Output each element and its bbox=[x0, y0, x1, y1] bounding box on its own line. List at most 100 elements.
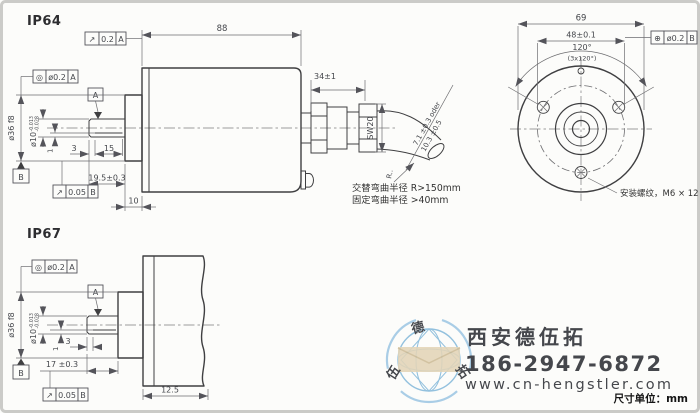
bend-radius-ref: R.. bbox=[385, 169, 395, 180]
ip64-screw-plug bbox=[300, 170, 314, 190]
ip64-label: IP64 bbox=[27, 14, 61, 29]
d10-tol-lower: -0.028 bbox=[35, 116, 41, 131]
ip67-view: IP67 ◎ ø0.2 A A bbox=[7, 227, 222, 402]
dim-120: 120° bbox=[572, 43, 591, 52]
ip67-collar bbox=[117, 291, 144, 359]
ip64-datum-b: B bbox=[12, 161, 30, 184]
concentricity-symbol: ◎ bbox=[36, 73, 43, 82]
dim-34: 34±1 bbox=[314, 72, 336, 81]
ip64-cable-gland bbox=[300, 102, 378, 154]
dim-d36: ø36 f8 bbox=[7, 312, 16, 338]
datum-b-label: B bbox=[18, 173, 24, 182]
flange-dim-outer: 69 bbox=[517, 14, 645, 110]
dim-3x120: (3x120°) bbox=[568, 55, 597, 63]
ip64-dim-collar-dia: ø36 f8 bbox=[7, 94, 125, 162]
concentricity-symbol: ◎ bbox=[35, 263, 42, 272]
concentricity-value: ø0.2 bbox=[48, 73, 66, 82]
pin-hole bbox=[577, 67, 585, 75]
dim-3: 3 bbox=[71, 144, 76, 153]
ip64-dim-flat: 3 15 bbox=[70, 139, 123, 189]
unit-note: 尺寸单位：mm bbox=[614, 392, 688, 405]
dim-12-5: 12.5 bbox=[161, 386, 179, 395]
datum-a-label: A bbox=[93, 288, 99, 297]
d10-tol-upper: -0.013 bbox=[29, 313, 35, 328]
thread-leader bbox=[587, 177, 618, 194]
dim-sw20: SW20 bbox=[366, 116, 375, 139]
ip67-label: IP67 bbox=[27, 227, 61, 242]
ip64-shaft bbox=[88, 118, 125, 138]
dim-3: 3 bbox=[65, 337, 70, 346]
runout-value: 0.05 bbox=[68, 188, 86, 197]
dim-1: 1 bbox=[52, 347, 60, 351]
runout-datum: B bbox=[80, 391, 86, 400]
flange-dim-angle: 120° (3x120°) bbox=[515, 43, 647, 87]
ip64-dim-flat-depth: 1 bbox=[47, 123, 95, 153]
dim-88: 88 bbox=[217, 24, 228, 34]
website-url: www.cn-hengstler.com bbox=[465, 377, 673, 393]
ip67-dim-flat-offset: 3 bbox=[65, 337, 102, 351]
dim-17: 17 ±0.3 bbox=[46, 360, 78, 369]
runout-symbol: ↗ bbox=[56, 188, 63, 197]
logo-char-top: 德 bbox=[410, 319, 427, 338]
concentricity-value: ø0.2 bbox=[47, 263, 65, 272]
note-mounting-thread: 安装螺纹，M6 × 12 bbox=[620, 188, 699, 199]
ip67-dim-collar-dia: ø36 f8 bbox=[7, 291, 118, 359]
ip67-dim-flat-depth: 1 bbox=[50, 320, 93, 351]
dim-d10: ø10 bbox=[29, 329, 38, 344]
ip67-body bbox=[142, 255, 206, 387]
ip64-dim-sw20: SW20 bbox=[366, 103, 386, 153]
ip64-dim-length: 88 bbox=[141, 24, 302, 66]
ip64-dim-collar-width: 10 bbox=[111, 196, 156, 211]
note-bend-alternating: 交替弯曲半径 R>150mm bbox=[352, 182, 461, 194]
ip64-bend-radius: R.. bbox=[385, 162, 415, 183]
watermark: 德 伍 拓 西安德伍拓 186-2947-6872 www.cn-hengstl… bbox=[383, 319, 673, 404]
envelope-icon bbox=[397, 347, 461, 372]
concentricity-datum: A bbox=[70, 73, 76, 82]
ip64-datum-a: A bbox=[87, 87, 104, 119]
datum-a-label: A bbox=[93, 91, 99, 100]
dim-69: 69 bbox=[576, 14, 587, 24]
runout-value: 0.2 bbox=[101, 35, 114, 44]
ip67-frame-concentricity: ◎ ø0.2 A bbox=[31, 259, 78, 274]
dim-d36: ø36 f8 bbox=[7, 115, 16, 141]
ip64-frame-face-runout: ↗ 0.2 A bbox=[84, 31, 127, 46]
ip67-dim-shaft-len: 17 ±0.3 bbox=[40, 354, 119, 375]
flange-frame-position: ⊕ ø0.2 B bbox=[650, 30, 698, 45]
ip67-datum-b: B bbox=[12, 358, 30, 380]
ip64-dim-cable: 7.1 ±0.3 oder 10.3 ±0.5 bbox=[405, 84, 454, 171]
d10-tol-lower: -0.028 bbox=[35, 313, 41, 328]
position-value: ø0.2 bbox=[667, 34, 685, 43]
flange-front-view: 69 48±0.1 120° (3x120°) ⊕ ø0.2 B 安装螺纹，M6… bbox=[508, 14, 699, 201]
position-symbol: ⊕ bbox=[654, 34, 661, 43]
dim-1: 1 bbox=[47, 149, 55, 153]
concentricity-datum: A bbox=[69, 263, 75, 272]
ip64-collar bbox=[124, 94, 143, 162]
ip64-dim-shaft-len: 19.5±0.3 bbox=[88, 164, 126, 211]
ip64-dim-gland: 34±1 bbox=[310, 72, 366, 111]
datum-b-label: B bbox=[18, 369, 24, 378]
note-bend-fixed: 固定弯曲半径 >40mm bbox=[352, 194, 448, 206]
ip64-frame-flange-runout: ↗ 0.05 B bbox=[52, 184, 99, 199]
runout-datum: A bbox=[118, 35, 124, 44]
runout-symbol: ↗ bbox=[46, 391, 53, 400]
d10-tol-upper: -0.013 bbox=[29, 116, 35, 131]
flange-dim-bolt-circle: 48±0.1 bbox=[537, 31, 625, 110]
runout-datum: B bbox=[90, 188, 96, 197]
ip67-shaft bbox=[86, 315, 118, 335]
dim-15: 15 bbox=[104, 144, 114, 153]
company-logo: 德 伍 拓 bbox=[383, 319, 473, 404]
dim-d10: ø10 bbox=[29, 132, 38, 147]
position-datum: B bbox=[689, 34, 695, 43]
dim-10: 10 bbox=[128, 197, 138, 206]
company-name: 西安德伍拓 bbox=[467, 325, 587, 349]
phone-number: 186-2947-6872 bbox=[465, 352, 663, 376]
ip64-body bbox=[141, 67, 302, 193]
ip67-dim-body: 12.5 bbox=[142, 386, 209, 400]
runout-symbol: ↗ bbox=[89, 35, 96, 44]
runout-value: 0.05 bbox=[58, 391, 76, 400]
dim-48: 48±0.1 bbox=[566, 31, 596, 40]
ip67-dim-shaft-dia: ø10 -0.013 -0.028 bbox=[29, 306, 87, 344]
